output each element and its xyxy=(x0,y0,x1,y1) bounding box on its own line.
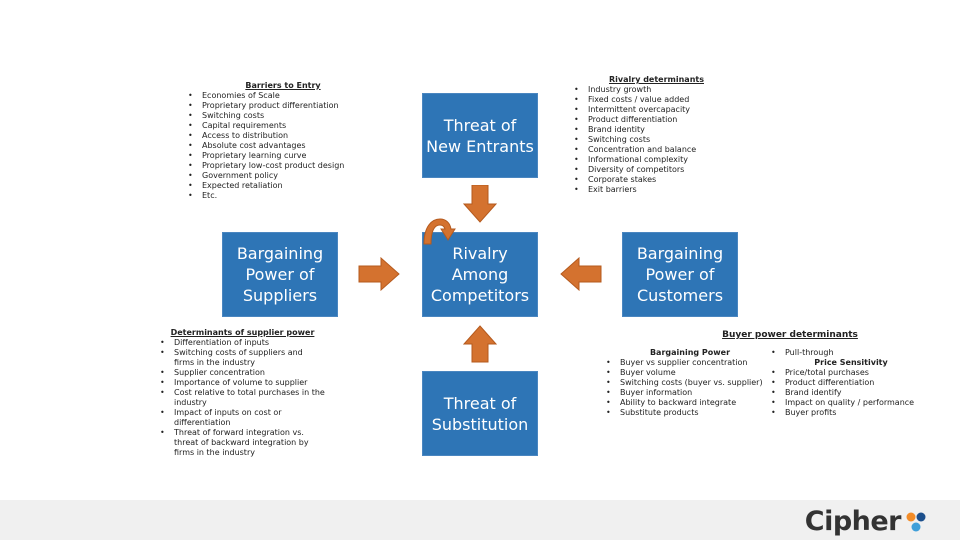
rivalry-box: Rivalry Among Competitors xyxy=(422,232,538,317)
list-item: Importance of volume to supplier xyxy=(160,378,325,388)
footer-bar xyxy=(0,500,960,540)
barriers-title: Barriers to Entry xyxy=(245,81,321,90)
list-item: Product differentiation xyxy=(771,378,931,388)
price-sensitivity-list: Pull-through Price Sensitivity Price/tot… xyxy=(771,348,931,418)
logo-text: Cipher xyxy=(804,506,902,537)
list-item: Government policy xyxy=(188,171,378,181)
list-item: Proprietary product differentiation xyxy=(188,101,378,111)
customer-power-box: Bargaining Power of Customers xyxy=(622,232,738,317)
list-item: Ability to backward integrate xyxy=(606,398,774,408)
buyer-power-determinants-title: Buyer power determinants xyxy=(690,330,890,340)
list-item: Buyer information xyxy=(606,388,774,398)
list-item: Access to distribution xyxy=(188,131,378,141)
list-item: Absolute cost advantages xyxy=(188,141,378,151)
list-item: Buyer vs supplier concentration xyxy=(606,358,774,368)
list-item: Economies of Scale xyxy=(188,91,378,101)
barriers-to-entry-list: Barriers to Entry Economies of Scale Pro… xyxy=(188,81,378,201)
up-arrow-icon xyxy=(462,325,498,363)
supplier-power-box: Bargaining Power of Suppliers xyxy=(222,232,338,317)
list-item: Pull-through xyxy=(771,348,931,358)
cipher-logo: Cipher xyxy=(805,506,928,537)
threat-substitution-box: Threat of Substitution xyxy=(422,371,538,456)
buyer-determinants-title-text: Buyer power determinants xyxy=(722,330,858,340)
list-item: Expected retaliation xyxy=(188,181,378,191)
list-item: Switching costs xyxy=(574,135,739,145)
list-item: Exit barriers xyxy=(574,185,739,195)
list-item: Impact of inputs on cost or differentiat… xyxy=(160,408,325,428)
list-item: Switching costs (buyer vs. supplier) xyxy=(606,378,774,388)
circular-arrow-icon xyxy=(423,218,456,245)
list-item: Differentiation of inputs xyxy=(160,338,325,348)
list-item: Fixed costs / value added xyxy=(574,95,739,105)
list-item: Switching costs xyxy=(188,111,378,121)
list-item: Threat of forward integration vs. threat… xyxy=(160,428,325,458)
rivalry-determinants-title: Rivalry determinants xyxy=(608,75,704,84)
down-arrow-icon xyxy=(462,185,498,223)
list-item: Product differentiation xyxy=(574,115,739,125)
left-arrow-icon xyxy=(560,257,602,291)
list-item: Price/total purchases xyxy=(771,368,931,378)
supplier-determinants-title: Determinants of supplier power xyxy=(170,328,315,337)
list-item: Substitute products xyxy=(606,408,774,418)
list-item: Intermittent overcapacity xyxy=(574,105,739,115)
list-item: Corporate stakes xyxy=(574,175,739,185)
price-sensitivity-title: Price Sensitivity xyxy=(814,358,888,367)
right-arrow-icon xyxy=(358,257,400,291)
list-item: Informational complexity xyxy=(574,155,739,165)
bargaining-power-list: Bargaining Power Buyer vs supplier conce… xyxy=(606,348,774,418)
dots-icon xyxy=(906,512,926,531)
list-item: Proprietary low-cost product design xyxy=(188,161,378,171)
list-item: Brand identify xyxy=(771,388,931,398)
list-item: Capital requirements xyxy=(188,121,378,131)
list-item: Switching costs of suppliers and firms i… xyxy=(160,348,325,368)
list-item: Supplier concentration xyxy=(160,368,325,378)
list-item: Buyer volume xyxy=(606,368,774,378)
list-item: Concentration and balance xyxy=(574,145,739,155)
threat-new-entrants-box: Threat of New Entrants xyxy=(422,93,538,178)
rivalry-determinants-list: Rivalry determinants Industry growth Fix… xyxy=(574,75,739,195)
supplier-power-determinants-list: Determinants of supplier power Different… xyxy=(160,328,325,458)
list-item: Industry growth xyxy=(574,85,739,95)
list-item: Cost relative to total purchases in the … xyxy=(160,388,325,408)
list-item: Impact on quality / performance xyxy=(771,398,931,408)
list-item: Diversity of competitors xyxy=(574,165,739,175)
list-item: Proprietary learning curve xyxy=(188,151,378,161)
bargaining-power-title: Bargaining Power xyxy=(649,348,731,357)
list-item: Etc. xyxy=(188,191,378,201)
list-item: Buyer profits xyxy=(771,408,931,418)
list-item: Brand identity xyxy=(574,125,739,135)
